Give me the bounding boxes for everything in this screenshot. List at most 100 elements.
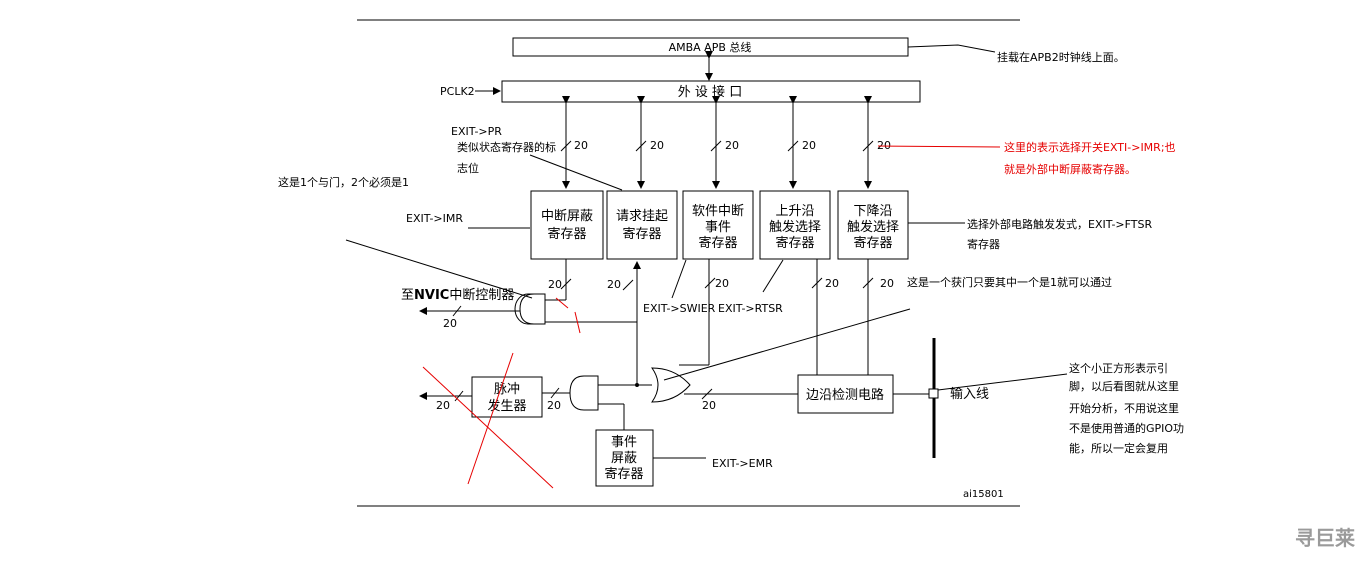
bus-width-label: 20	[548, 278, 562, 291]
bus-slash	[701, 388, 713, 400]
annotation-pr-desc: 志位	[457, 161, 479, 175]
annotation-pin: 不是使用普通的GPIO功	[1069, 421, 1184, 435]
bus-width-label: 20	[715, 277, 729, 290]
bus-slash	[452, 305, 462, 317]
input-line-label: 输入线	[950, 386, 989, 402]
bus-slash	[560, 140, 572, 152]
red-cross-line	[467, 352, 514, 485]
annotation-swier-name: EXIT->SWIER	[643, 302, 716, 315]
bus-width-label: 20	[725, 139, 739, 152]
bus-slash	[560, 278, 572, 290]
annotation-pr-name: EXIT->PR	[451, 125, 502, 138]
bus-slash	[811, 277, 823, 289]
rtsr-register-box	[759, 190, 831, 260]
edge-detect-label: 边沿检测电路	[806, 387, 884, 403]
annotation-pin: 能，所以一定会复用	[1069, 441, 1168, 455]
imr-register-label: 寄存器	[547, 226, 586, 242]
bus-width-label: 20	[877, 139, 891, 152]
annotation-ftsr: 选择外部电路触发发式，EXIT->FTSR	[967, 217, 1152, 231]
swier-register-label: 事件	[705, 220, 731, 235]
watermark: 寻巨莱	[1295, 526, 1355, 550]
bus-slash	[550, 387, 560, 399]
red-mark	[555, 297, 569, 309]
imr-register-box	[530, 190, 604, 260]
callout-line	[937, 373, 1068, 391]
figure-id-label: ai15801	[963, 489, 1004, 500]
ftsr-register-box	[837, 190, 909, 260]
annotation-red: 就是外部中断屏蔽寄存器。	[1004, 162, 1136, 176]
rtsr-register-label: 寄存器	[775, 235, 814, 251]
callout-line	[762, 259, 784, 293]
ftsr-register-label: 触发选择	[847, 219, 899, 235]
pr-register-box	[606, 190, 678, 260]
or-gate	[651, 367, 691, 403]
annotation-pin: 这个小正方形表示引	[1069, 361, 1168, 375]
bus-width-label: 20	[802, 139, 816, 152]
bus-slash	[622, 279, 634, 291]
red-mark	[574, 311, 581, 334]
swier-register-box	[682, 190, 754, 260]
bus-slash	[635, 140, 647, 152]
callout-line	[663, 308, 911, 381]
junction-dot	[635, 383, 639, 387]
peripheral-interface-box	[501, 80, 921, 103]
nvic-label-suffix: 中断控制器	[449, 288, 514, 303]
edge-detect-box	[797, 374, 894, 414]
bus-slash	[862, 277, 874, 289]
pr-register-label: 寄存器	[622, 226, 661, 242]
bus-width-label: 20	[825, 277, 839, 290]
pclk2-label: PCLK2	[440, 85, 475, 98]
ftsr-register-label: 下降沿	[853, 204, 892, 219]
annotation-apb2: 挂载在APB2时钟线上面。	[997, 50, 1125, 64]
interrupt-and-gate-body	[519, 293, 546, 325]
bus-width-label: 20	[702, 399, 716, 412]
red-cross-line	[422, 366, 554, 489]
rtsr-register-label: 触发选择	[769, 219, 821, 235]
emr-register-label: 屏蔽	[611, 451, 637, 466]
swier-register-label: 软件中断	[692, 204, 744, 219]
nvic-label-bold: NVIC	[414, 288, 449, 303]
pulse-generator-box	[471, 376, 543, 418]
bus-slash	[862, 140, 874, 152]
callout-line	[345, 239, 533, 299]
ftsr-register-label: 寄存器	[853, 235, 892, 251]
annotation-ftsr: 寄存器	[967, 237, 1000, 251]
annotation-red: 这里的表示选择开关EXTI->IMR;也	[1004, 140, 1176, 154]
pin-square	[928, 388, 939, 399]
bus-width-label: 20	[436, 399, 450, 412]
bus-slash	[454, 390, 464, 402]
bus-slash	[787, 140, 799, 152]
bus-slash	[704, 277, 716, 289]
bus-slash	[710, 140, 722, 152]
amba-apb-bus-label: AMBA APB 总线	[669, 40, 752, 54]
callout-line	[907, 44, 996, 53]
annotation-imr-name: EXIT->IMR	[406, 212, 463, 225]
emr-register-label: 寄存器	[604, 466, 643, 482]
pulse-generator-label: 脉冲	[494, 382, 520, 397]
annotation-pin: 脚，以后看图就从这里	[1069, 379, 1179, 393]
pulse-generator-label: 发生器	[487, 398, 526, 414]
rtsr-register-label: 上升沿	[775, 204, 814, 219]
pr-register-label: 请求挂起	[616, 209, 668, 224]
emr-register-box	[595, 429, 654, 487]
bus-width-label: 20	[547, 399, 561, 412]
nvic-label: 至NVIC中断控制器	[401, 288, 514, 303]
swier-register-label: 寄存器	[698, 235, 737, 251]
callout-line-red	[877, 145, 1001, 148]
annotation-pr-desc: 类似状态寄存器的标	[457, 140, 556, 154]
callout-line	[529, 154, 623, 191]
peripheral-interface-label: 外 设 接 口	[678, 84, 742, 100]
bus-width-label: 20	[443, 317, 457, 330]
annotation-or-gate: 这是一个获门只要其中一个是1就可以通过	[907, 275, 1112, 289]
nvic-label-prefix: 至	[401, 288, 414, 303]
bus-width-label: 20	[650, 139, 664, 152]
callout-line	[671, 259, 687, 299]
annotation-rtsr-name: EXIT->RTSR	[718, 302, 783, 315]
annotation-emr-name: EXIT->EMR	[712, 457, 773, 470]
annotation-and-gate: 这是1个与门，2个必须是1	[278, 175, 409, 189]
event-and-gate	[569, 375, 599, 411]
bus-width-label: 20	[880, 277, 894, 290]
bus-width-label: 20	[574, 139, 588, 152]
imr-register-label: 中断屏蔽	[541, 209, 593, 224]
